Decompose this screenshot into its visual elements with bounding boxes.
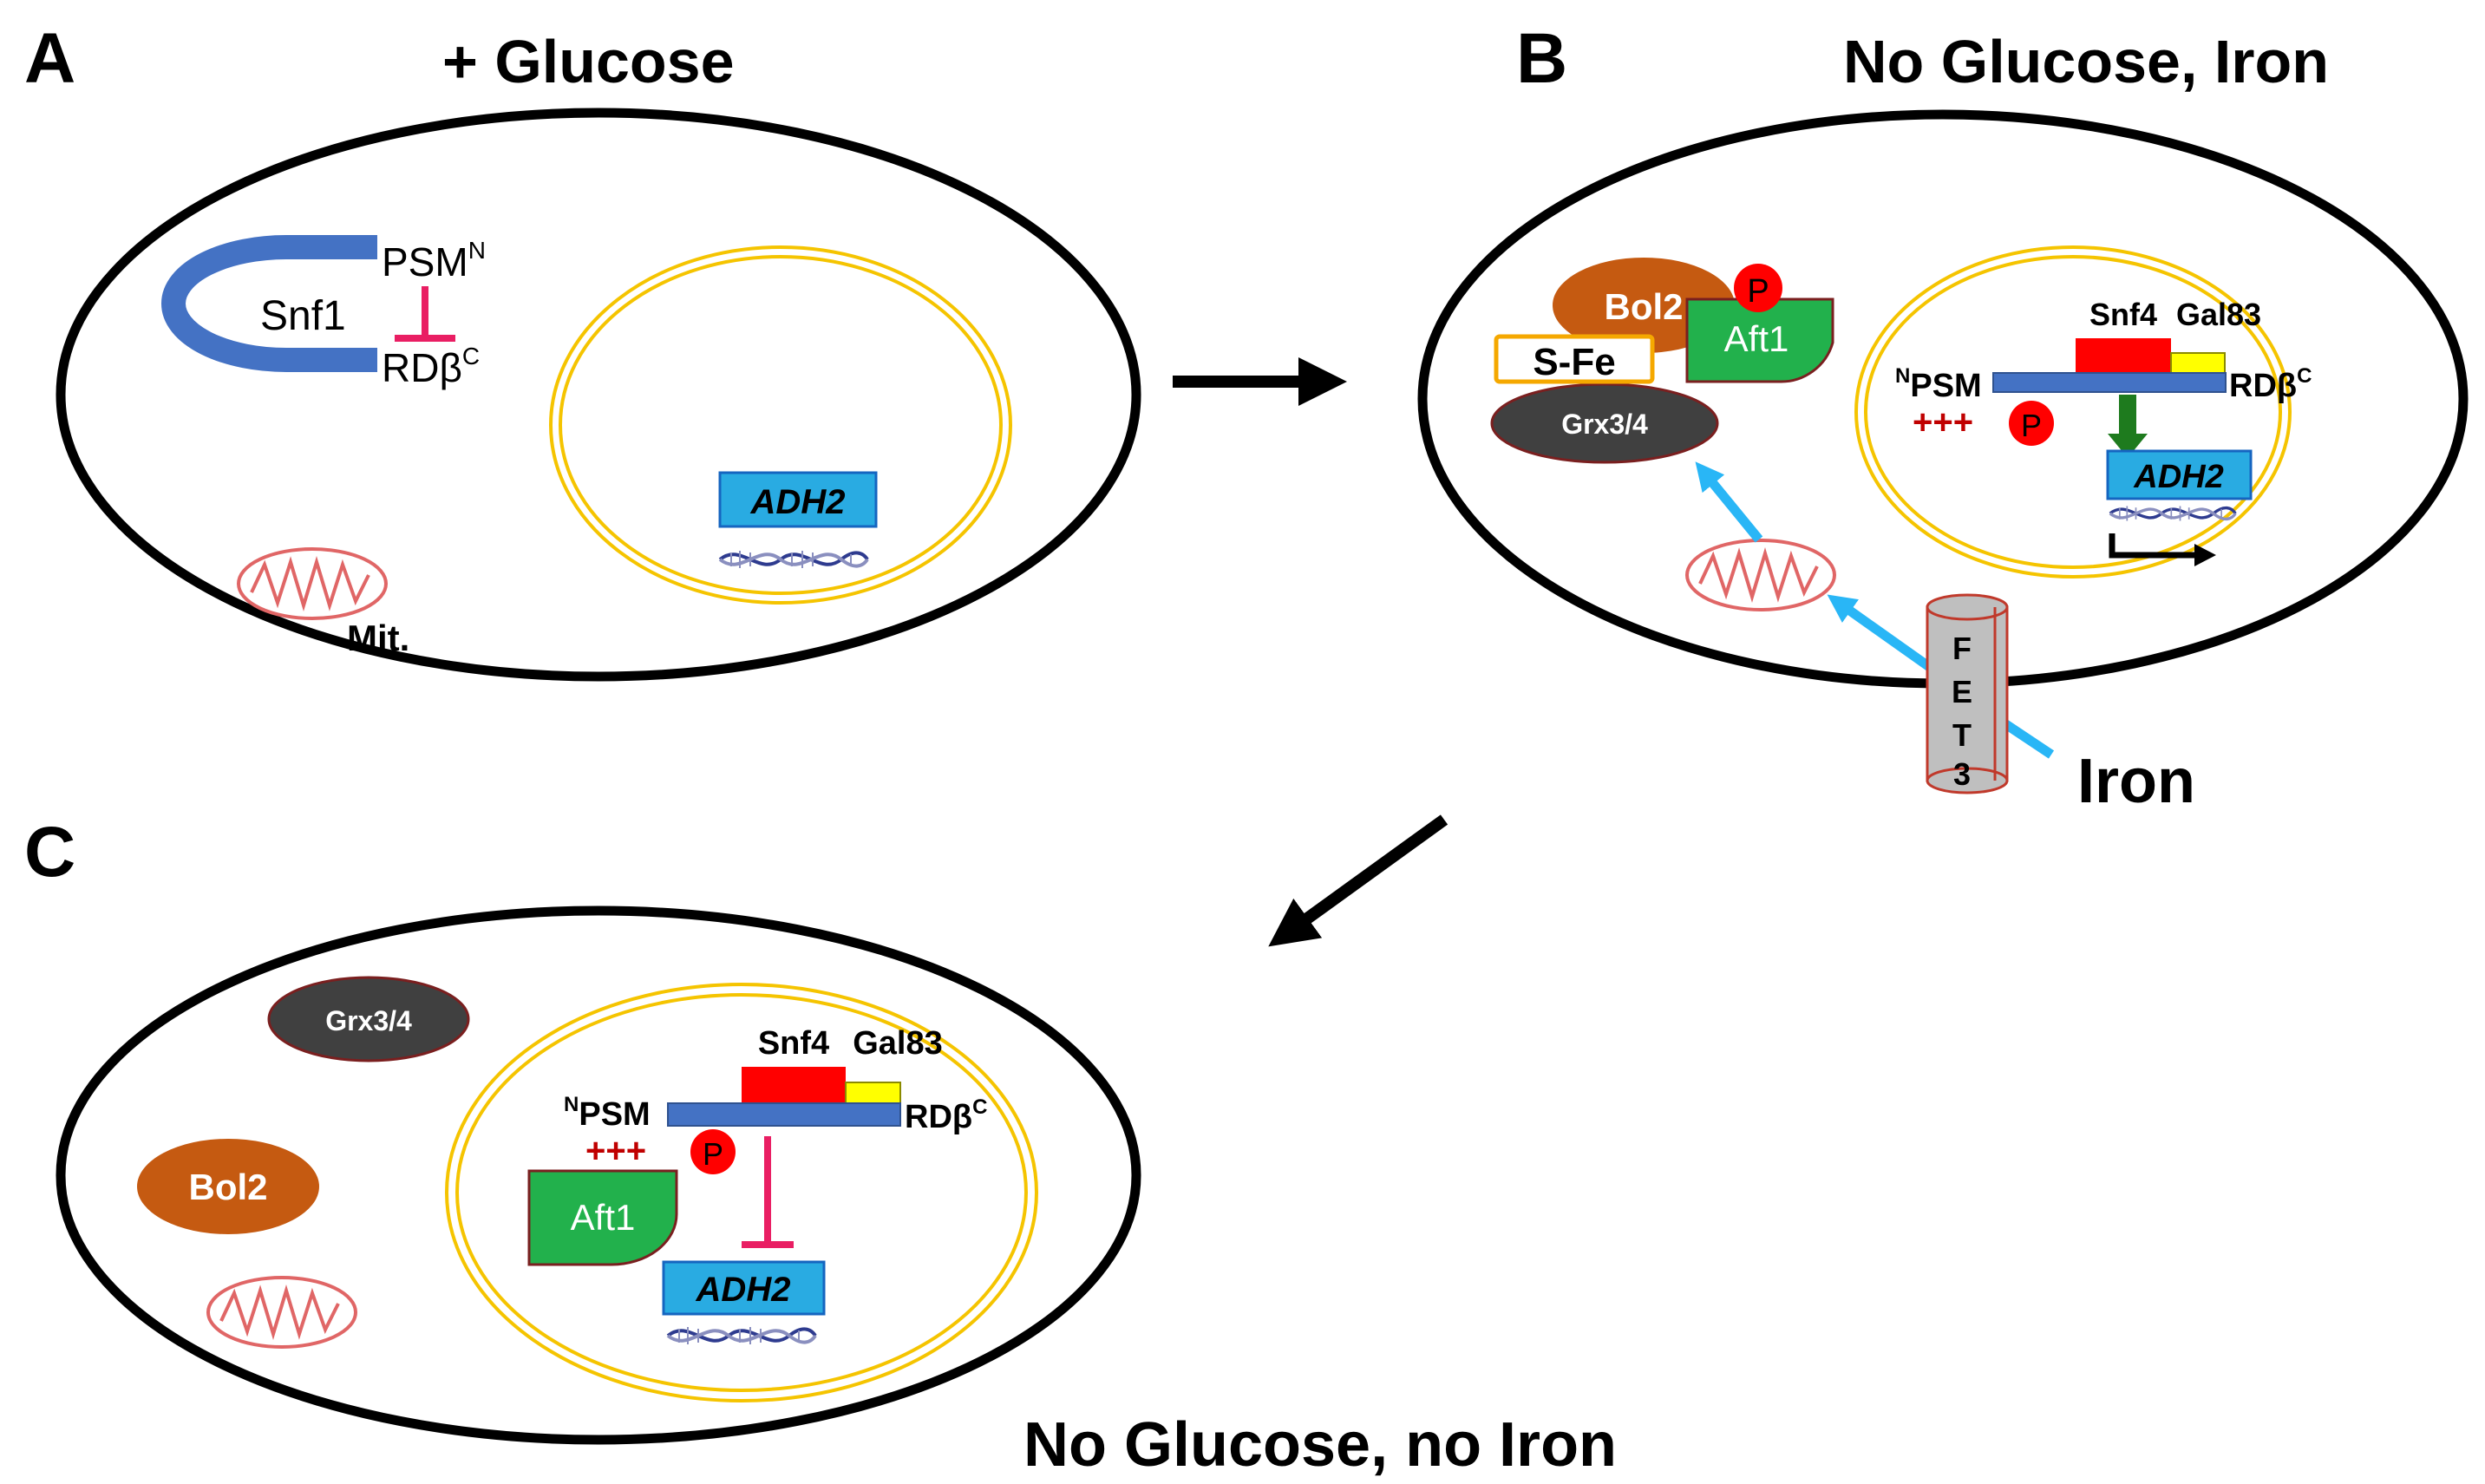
panel-a: A + Glucose Snf1 PSMN RDβC ADH2 Mit. <box>24 19 1141 682</box>
bol2-protein-c <box>137 1139 319 1234</box>
snf4-protein-b <box>2076 338 2171 373</box>
phospho-circle-b1 <box>1734 264 1782 312</box>
fet3-letter-f: F <box>1952 631 1972 666</box>
gal83-protein-b <box>2170 352 2226 374</box>
npsm-label-c: NPSM <box>564 1093 651 1133</box>
phospho-circle-c <box>690 1129 736 1174</box>
gal83-protein-c <box>845 1082 901 1104</box>
positive-charge-label-b: +++ <box>1913 403 1973 441</box>
mitochondrion-icon-b <box>1685 539 1836 611</box>
fet3-letter-3: 3 <box>1953 756 1971 792</box>
phospho-label-c: P <box>703 1136 723 1172</box>
panel-c-letter: C <box>24 813 75 892</box>
fet3-letter-e: E <box>1952 674 1972 709</box>
snf1-scaffold-b <box>1992 372 2227 393</box>
activation-arrow-b <box>2108 395 2148 458</box>
gal83-label-b: Gal83 <box>2176 297 2261 332</box>
npsm-label-b: NPSM <box>1895 364 1982 404</box>
phospho-circle-b2 <box>2009 401 2054 446</box>
fet3-transporter <box>1926 593 2009 794</box>
mit-label: Mit. <box>347 618 409 658</box>
iron-label: Iron <box>2077 747 2195 816</box>
aft1-label-c: Aft1 <box>571 1197 636 1238</box>
sfe-cluster-box <box>1494 334 1655 384</box>
psm-n-label: PSMN <box>382 237 486 284</box>
aft1-protein-b <box>1685 297 1834 383</box>
sfe-label: S-Fe <box>1533 341 1615 383</box>
adh2-label-a: ADH2 <box>750 483 846 521</box>
grx34-protein-c <box>267 976 470 1062</box>
adh2-gene-box-c <box>662 1260 826 1316</box>
panel-b-title: No Glucose, Iron <box>1843 28 2329 95</box>
grx34-label-b: Grx3/4 <box>1561 409 1648 440</box>
nucleus-c <box>445 983 1038 1402</box>
iron-flow-arrow-to-mito <box>1827 594 1946 681</box>
adh2-gene-box-b <box>2106 449 2253 500</box>
adh2-label-c: ADH2 <box>696 1271 791 1309</box>
transcription-arrow-head-b <box>2194 544 2216 566</box>
bol2-label-c: Bol2 <box>188 1167 267 1207</box>
inhibition-bar-c <box>742 1136 794 1248</box>
aft1-label-b: Aft1 <box>1724 318 1789 359</box>
panel-c: C Grx3/4 Bol2 Snf4 Gal83 NPSM RDβC +++ P… <box>24 813 1617 1480</box>
inhibition-bar-a <box>395 286 455 342</box>
iron-flow-arrow-to-cluster <box>1695 461 1763 543</box>
cell-a <box>56 108 1141 682</box>
mitochondrion-icon-c <box>206 1276 357 1349</box>
transcription-arrow-b <box>2109 533 2199 559</box>
arrow-b-to-c <box>1268 814 1448 947</box>
positive-charge-label-c: +++ <box>585 1132 646 1170</box>
grx34-label-c: Grx3/4 <box>325 1005 412 1036</box>
grx34-protein-b <box>1490 382 1719 464</box>
phospho-label-b1: P <box>1747 273 1769 310</box>
panel-c-title: No Glucose, no Iron <box>1023 1410 1617 1480</box>
snf1-arc <box>161 235 377 372</box>
panel-b-letter: B <box>1516 19 1567 98</box>
nucleus-b <box>1854 245 2292 579</box>
snf4-label-b: Snf4 <box>2089 297 2157 332</box>
rdb-c-label-b: RDβC <box>2229 364 2312 404</box>
gal83-label-c: Gal83 <box>853 1025 943 1062</box>
fet3-letter-t: T <box>1952 717 1972 753</box>
panel-a-title: + Glucose <box>442 28 735 95</box>
panel-a-letter: A <box>24 19 75 98</box>
adh2-label-b: ADH2 <box>2133 459 2223 495</box>
snf1-scaffold-c <box>667 1102 901 1127</box>
mitochondrion-icon <box>237 547 388 620</box>
snf1-label: Snf1 <box>260 293 346 339</box>
rdb-c-label-c: RDβC <box>905 1095 987 1135</box>
aft1-protein-c <box>527 1169 678 1266</box>
nucleus-a <box>549 245 1012 605</box>
rdb-c-label: RDβC <box>382 343 480 390</box>
panel-b: B No Glucose, Iron Bol2 Aft1 P Grx3/4 S-… <box>1417 19 2469 816</box>
adh2-gene-box-a <box>718 471 878 528</box>
snf4-label-c: Snf4 <box>758 1025 829 1062</box>
snf4-protein-c <box>742 1067 846 1103</box>
bol2-label-b: Bol2 <box>1604 286 1683 327</box>
phospho-label-b2: P <box>2021 408 2042 443</box>
